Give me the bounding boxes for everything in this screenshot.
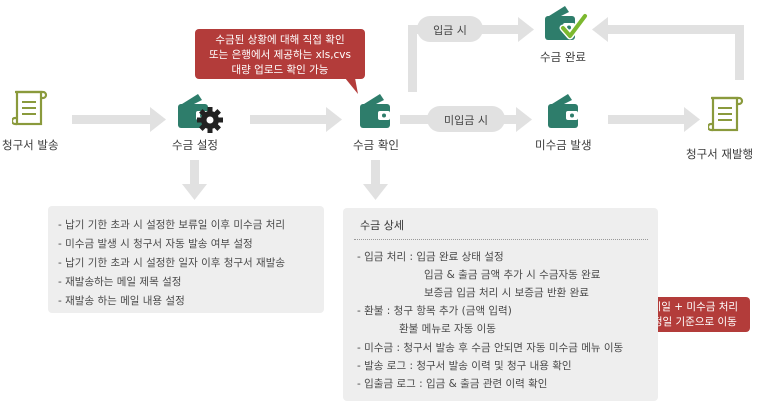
- node-label-collection-check: 수금 확인: [353, 138, 399, 152]
- collection-detail-line: 보증금 입금 처리 시 보증금 반환 완료: [424, 287, 589, 299]
- setup-details-box: [48, 206, 324, 313]
- arrow-setup-to-check: [250, 107, 342, 132]
- node-label-invoice-resend: 청구서 재발행: [686, 147, 754, 161]
- wallet-check-icon: [543, 4, 589, 48]
- callout-top-line: 또는 은행에서 제공하는 xls,cvs: [208, 49, 351, 61]
- arrow-check-down: [363, 160, 388, 200]
- arrow-setup-down: [182, 160, 207, 200]
- collection-detail-line: - 환불 : 청구 항목 추가 (금액 입력): [357, 305, 512, 317]
- node-label-collection-done: 수금 완료: [540, 50, 586, 64]
- collection-details-divider: [354, 239, 648, 240]
- node-label-invoice-send: 청구서 발송: [2, 138, 59, 152]
- collection-detail-line: 환불 메뉴로 자동 이동: [399, 323, 496, 335]
- collection-detail-line: 입금 & 출금 금액 추가 시 수금자동 완료: [424, 269, 601, 281]
- flow-label-paid-bg: [417, 16, 483, 42]
- scroll-icon: [10, 88, 48, 134]
- setup-detail-line: - 납기 기한 초과 시 설정한 보류일 이후 미수금 처리: [58, 219, 286, 231]
- setup-detail-line: - 납기 기한 초과 시 설정한 일자 이후 청구서 재발송: [58, 257, 286, 269]
- callout-top-line: 대량 업로드 확인 가능: [231, 64, 329, 76]
- collection-detail-line: - 입출금 로그 : 입금 & 출금 관련 이력 확인: [357, 378, 548, 390]
- flow-label-unpaid: 미입금 시: [444, 114, 488, 127]
- arrow-send-to-setup: [72, 107, 166, 132]
- node-label-collection-setup: 수금 설정: [172, 138, 218, 152]
- collection-details-title: 수금 상세: [360, 219, 404, 232]
- arrow-resend-to-done: [592, 17, 744, 80]
- wallet-icon: [546, 92, 582, 134]
- setup-detail-line: - 재발송하는 메일 제목 설정: [58, 276, 182, 288]
- callout-top-line: 수금된 상황에 대해 직접 확인: [215, 34, 345, 46]
- collection-detail-line: - 입금 처리 : 입금 완료 상태 설정: [357, 251, 504, 263]
- callout-bottom-line: 설정일 기준으로 이동: [643, 316, 737, 328]
- callout-bottom-line: 납기일 + 미수금 처리: [641, 301, 739, 313]
- flow-label-paid: 입금 시: [433, 24, 467, 37]
- wallet-icon: [358, 92, 394, 134]
- setup-detail-line: - 미수금 발생 시 청구서 자동 발송 여부 설정: [58, 238, 253, 250]
- node-label-unpaid-occur: 미수금 발생: [535, 138, 592, 152]
- wallet-gear-icon: [176, 92, 226, 140]
- callout-top: 수금된 상황에 대해 직접 확인 또는 은행에서 제공하는 xls,cvs 대량…: [195, 29, 365, 79]
- collection-detail-line: - 발송 로그 : 청구서 발송 이력 및 청구 내용 확인: [357, 360, 572, 372]
- scroll-icon: [706, 94, 744, 140]
- setup-detail-line: - 재발송 하는 메일 내용 설정: [58, 295, 185, 307]
- arrow-unpaid-to-resend: [608, 107, 700, 132]
- collection-detail-line: - 미수금 : 청구서 발송 후 수금 안되면 자동 미수금 메뉴 이동: [357, 342, 624, 354]
- collection-details-box: [343, 208, 658, 401]
- callout-top-pointer: [345, 78, 358, 94]
- flow-label-unpaid-bg: [427, 106, 505, 132]
